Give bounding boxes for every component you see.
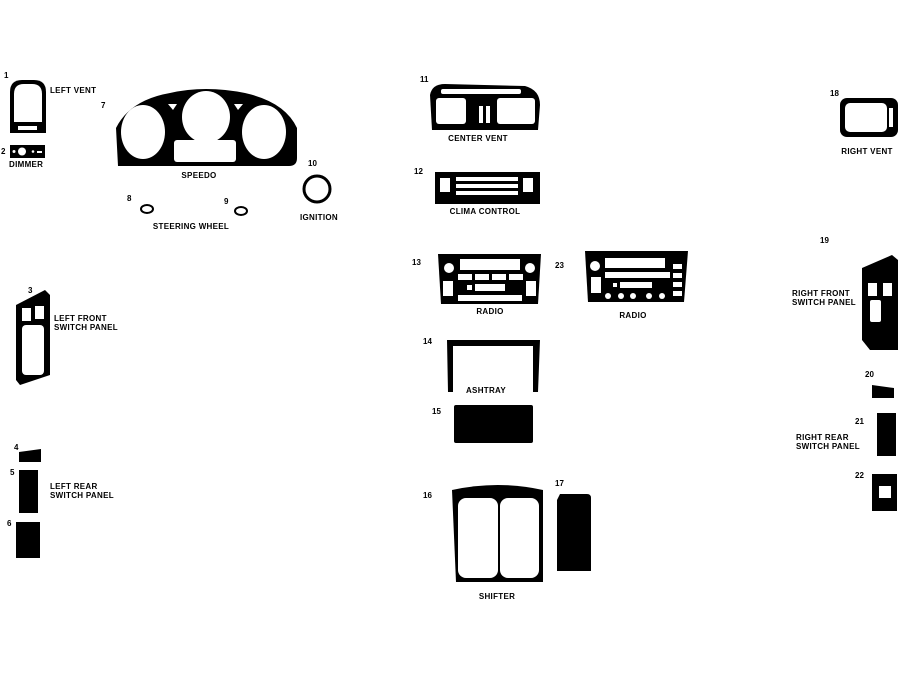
label-right-rear-switch-panel: RIGHT REAR SWITCH PANEL [796,433,860,451]
part-18-right-vent [840,98,898,137]
part-number-5: 5 [10,468,15,477]
label-steering-wheel: STEERING WHEEL [152,222,230,231]
part-number-13: 13 [412,258,421,267]
part-16-shifter [452,485,543,582]
part-5-left-rear-switch-panel [19,470,38,513]
part-15-ashtray-lid [454,405,533,443]
part-number-2: 2 [1,147,6,156]
part-6-left-rear-panel [16,522,40,558]
label-ashtray: ASHTRAY [465,386,507,395]
part-1-left-vent [10,80,46,133]
part-number-19: 19 [820,236,829,245]
label-clima-control: CLIMA CONTROL [449,207,521,216]
part-21-right-rear-switch-panel [877,413,896,456]
part-number-15: 15 [432,407,441,416]
part-number-1: 1 [4,71,9,80]
part-number-23: 23 [555,261,564,270]
label-center-vent: CENTER VENT [448,134,508,143]
part-2-dimmer [10,145,45,158]
part-13-radio [438,254,541,304]
part-20-right-rear-trim [872,385,894,398]
part-4-left-rear-trim [19,449,41,462]
part-number-8: 8 [127,194,132,203]
part-number-16: 16 [423,491,432,500]
part-11-center-vent [430,84,540,130]
label-radio-13: RADIO [476,307,504,316]
part-12-clima-control [435,172,540,204]
part-19-right-front-switch-panel [862,255,898,350]
label-radio-23: RADIO [619,311,647,320]
part-number-17: 17 [555,479,564,488]
part-22-right-rear-panel [872,474,897,511]
part-number-9: 9 [224,197,229,206]
part-3-left-front-switch-panel [16,290,50,385]
part-8-steering-wheel [140,204,154,214]
part-number-20: 20 [865,370,874,379]
part-14-ashtray [447,340,540,392]
part-17-shifter-side [557,494,591,571]
part-number-7: 7 [101,101,106,110]
label-left-vent: LEFT VENT [50,86,97,95]
part-10-ignition [302,174,332,204]
part-7-speedo [116,89,297,166]
part-number-18: 18 [830,89,839,98]
label-ignition: IGNITION [300,213,338,222]
label-shifter: SHIFTER [478,592,516,601]
part-number-11: 11 [420,75,429,84]
label-left-rear-switch-panel: LEFT REAR SWITCH PANEL [50,482,114,500]
part-9-steering-wheel [234,206,248,216]
part-number-3: 3 [28,286,33,295]
part-number-4: 4 [14,443,19,452]
label-dimmer: DIMMER [9,160,44,169]
part-number-10: 10 [308,159,317,168]
part-number-22: 22 [855,471,864,480]
label-speedo: SPEEDO [181,171,217,180]
part-number-21: 21 [855,417,864,426]
label-right-front-switch-panel: RIGHT FRONT SWITCH PANEL [792,289,856,307]
label-right-vent: RIGHT VENT [841,147,893,156]
part-number-12: 12 [414,167,423,176]
part-number-6: 6 [7,519,12,528]
label-left-front-switch-panel: LEFT FRONT SWITCH PANEL [54,314,118,332]
part-number-14: 14 [423,337,432,346]
part-23-radio [585,251,688,302]
